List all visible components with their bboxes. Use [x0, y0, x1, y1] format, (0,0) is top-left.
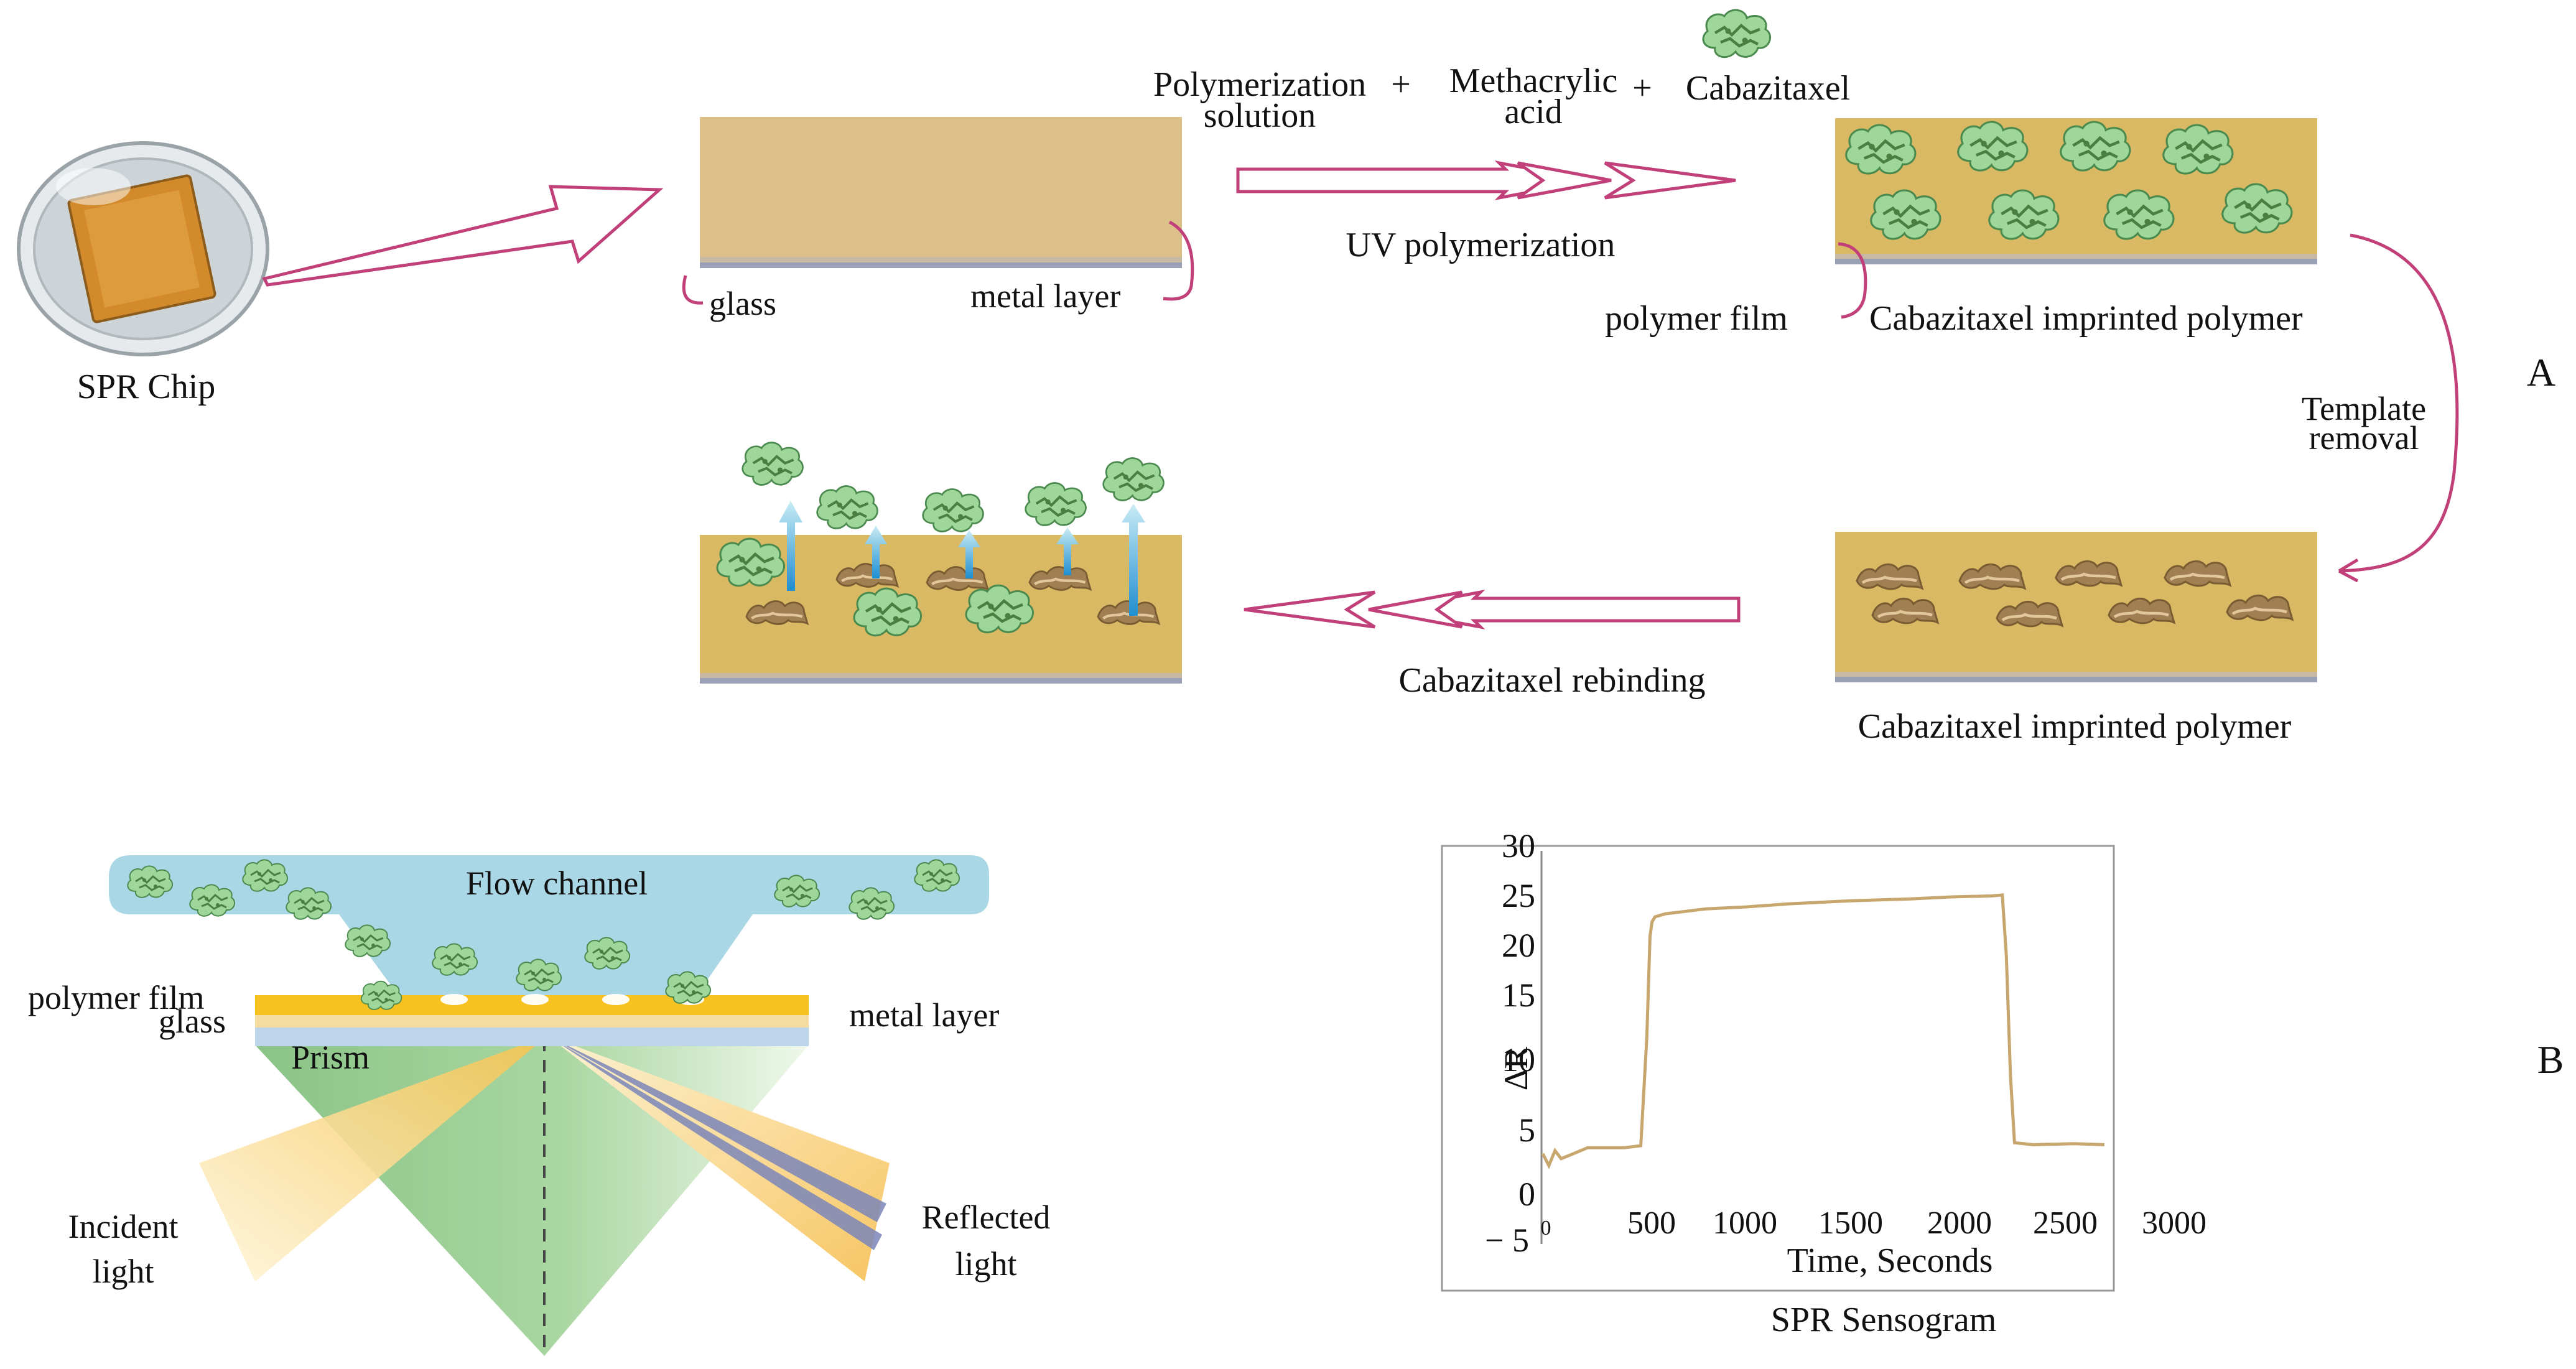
arrow-chip-to-substrate: [262, 185, 664, 287]
x-tick-label: 1000: [1713, 1205, 1777, 1241]
x-tick-label: 2000: [1927, 1205, 1992, 1241]
mip-cavity-label: Cabazitaxel imprinted polymer: [1858, 707, 2292, 746]
spr-sensogram-chart: 30 25 20 15 10 5 0 − 5 0 500 1000 1500 2000 2500 3000…: [1441, 827, 2206, 1339]
reagent-cabazitaxel: Cabazitaxel: [1686, 69, 1850, 108]
x-axis-label: Time, Seconds: [1787, 1241, 1993, 1280]
reagent-methacrylic-2: acid: [1504, 93, 1562, 131]
x-tick-label: 500: [1627, 1205, 1676, 1241]
y-tick-label: 25: [1502, 877, 1535, 914]
metal-layer-label-b: metal layer: [849, 996, 999, 1034]
polymer-film-pointer: [1838, 242, 1867, 319]
y-tick-label: 0: [1518, 1176, 1535, 1213]
spr-chip-label: SPR Chip: [77, 368, 216, 406]
y-axis-label: ΔR: [1497, 1047, 1535, 1091]
polymer-film-label-b: polymer film: [28, 979, 204, 1016]
reagent-polymerization-2: solution: [1204, 96, 1316, 135]
flow-channel-label: Flow channel: [466, 865, 648, 902]
flow-channel-diagram: [109, 855, 989, 1356]
template-removal-label: Template: [2302, 390, 2426, 427]
glass-label-b: glass: [159, 1003, 226, 1040]
incident-light-label: Incident: [68, 1208, 179, 1245]
series-line: [1541, 893, 2104, 1169]
x-tick-label: 0: [1541, 1217, 1551, 1240]
bare-substrate: [700, 117, 1182, 268]
y-tick-label: 5: [1518, 1111, 1535, 1149]
glass-pointer: [682, 275, 704, 305]
spr-chip-photo: [17, 141, 269, 356]
y-tick-label: 20: [1502, 927, 1535, 964]
panel-b-letter: B: [2537, 1037, 2564, 1082]
mip-with-cavities: [1835, 532, 2317, 682]
incident-light-label-2: light: [92, 1253, 154, 1290]
y-tick-label: 15: [1502, 977, 1535, 1014]
template-removal-label-2: removal: [2309, 419, 2419, 457]
mip-rebinding: [700, 443, 1182, 684]
glass-label: glass: [709, 285, 776, 322]
plus-sign-1: +: [1391, 65, 1411, 104]
arrow-uv-polymerization: [1236, 160, 1736, 200]
arrow-rebinding: [1244, 590, 1741, 629]
cabazitaxel-molecule-icon: [1703, 10, 1770, 57]
x-tick-label: 3000: [2142, 1205, 2206, 1241]
prism-label: Prism: [291, 1039, 370, 1076]
y-tick-label: − 5: [1485, 1222, 1529, 1259]
metal-layer-label: metal layer: [970, 277, 1120, 315]
panel-a-letter: A: [2527, 350, 2555, 394]
reflected-light-label: Reflected: [922, 1199, 1051, 1236]
y-tick-label: 10: [1502, 1041, 1535, 1079]
template-removal-arrow: [2338, 233, 2459, 573]
chart-title: SPR Sensogram: [1771, 1301, 1997, 1339]
plus-sign-2: +: [1632, 69, 1652, 108]
mip-template-label: Cabazitaxel imprinted polymer: [1869, 299, 2303, 338]
rebinding-label: Cabazitaxel rebinding: [1399, 661, 1706, 700]
reagent-polymerization: Polymerization: [1153, 65, 1366, 104]
reflected-light-label-2: light: [955, 1245, 1016, 1283]
polymer-film-label: polymer film: [1605, 299, 1788, 338]
x-tick-label: 1500: [1818, 1205, 1883, 1241]
x-tick-label: 2500: [2033, 1205, 2098, 1241]
metal-pointer: [1163, 220, 1194, 301]
mip-with-template: [1835, 118, 2317, 264]
reagent-methacrylic: Methacrylic: [1449, 62, 1618, 100]
uv-polymerization-label: UV polymerization: [1346, 226, 1616, 264]
y-tick-label: 30: [1502, 827, 1535, 865]
chart-frame: [1441, 845, 2115, 1292]
